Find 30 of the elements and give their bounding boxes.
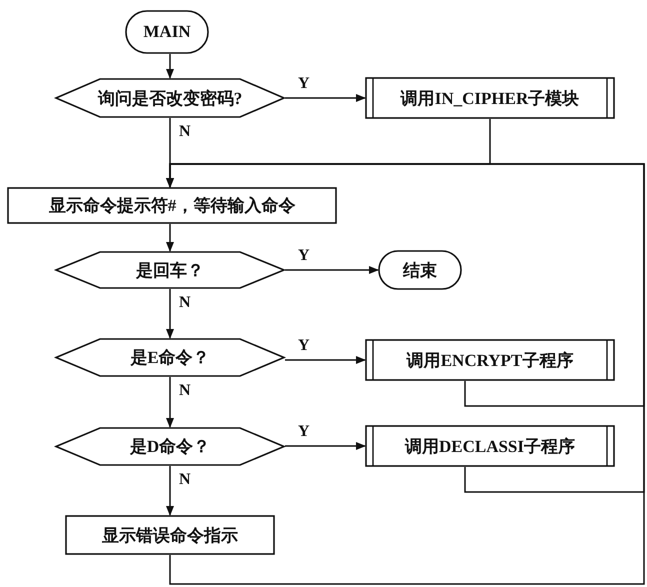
arrow <box>166 54 174 79</box>
node-label: 是D命令？ <box>130 436 210 458</box>
arrow <box>166 466 174 516</box>
node-label: 调用DECLASSI子程序 <box>404 436 576 458</box>
process-box <box>7 187 337 224</box>
node-label: 询问是否改变密码? <box>98 88 242 110</box>
arrow <box>166 224 174 252</box>
subroutine-box <box>365 77 615 119</box>
decision-hexagon <box>55 338 285 377</box>
decision-hexagon <box>55 427 285 466</box>
node-label: 调用ENCRYPT子程序 <box>406 350 574 372</box>
arrow <box>285 356 366 364</box>
process-box <box>65 515 275 555</box>
node-label: 调用IN_CIPHER子模块 <box>400 88 580 110</box>
node-label: 是E命令？ <box>130 347 210 369</box>
subroutine-box <box>365 425 615 467</box>
arrow <box>166 289 174 339</box>
node-label: 显示错误命令指示 <box>102 524 238 546</box>
arrow <box>285 442 366 450</box>
arrow <box>285 266 379 274</box>
arrow <box>166 377 174 428</box>
arrow <box>285 94 366 102</box>
node-label: 是回车？ <box>136 260 204 282</box>
decision-hexagon <box>55 78 285 118</box>
decision-hexagon <box>55 251 285 289</box>
node-label: 结束 <box>403 260 437 282</box>
node-label: 显示命令提示符#，等待输入命令 <box>48 195 296 217</box>
node-label: MAIN <box>143 22 191 42</box>
subroutine-box <box>365 339 615 381</box>
arrow <box>166 163 645 585</box>
